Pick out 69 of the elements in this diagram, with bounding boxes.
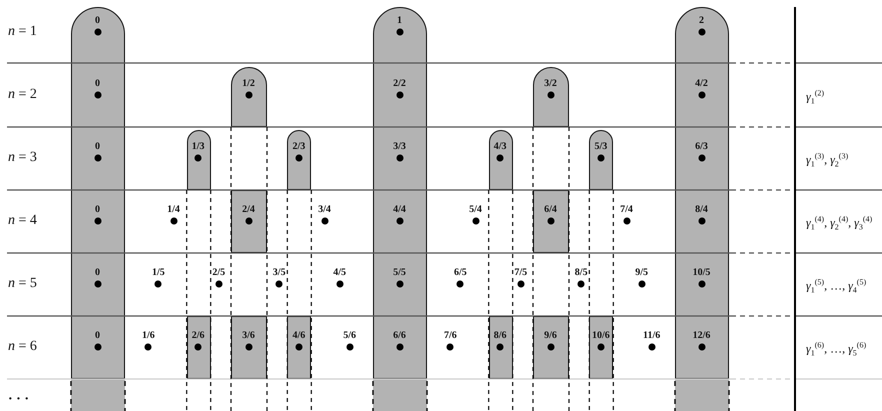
rounded-cap xyxy=(186,130,211,190)
point-label: 2/2 xyxy=(393,78,406,88)
interval-box xyxy=(231,316,267,379)
point-label: 0 xyxy=(95,266,100,278)
interval-box xyxy=(589,316,614,379)
point-label: 1/4 xyxy=(167,204,180,215)
point-label: 4/4 xyxy=(393,204,406,214)
point-label: 5/4 xyxy=(469,204,482,215)
point-label: 4/3 xyxy=(494,140,507,152)
point-label: 10/6 xyxy=(592,330,610,340)
point-label: 4/2 xyxy=(695,78,708,88)
point-label: 0 xyxy=(95,14,100,26)
row-label: n = 2 xyxy=(8,87,37,103)
point-label: 7/6 xyxy=(444,330,457,341)
row-label: n = 3 xyxy=(8,150,37,166)
point-label: 5/6 xyxy=(343,330,356,341)
row-label: n = 6 xyxy=(8,339,37,355)
point-label: 1/2 xyxy=(242,78,255,88)
point-label: 5/5 xyxy=(393,266,406,278)
row-label: n = 5 xyxy=(8,276,37,292)
point-label: 1/3 xyxy=(192,140,205,152)
interval-box xyxy=(287,316,312,379)
point-label: 8/5 xyxy=(574,267,588,278)
point-label: 9/6 xyxy=(544,330,557,340)
rounded-cap xyxy=(533,67,569,127)
point-label: 0 xyxy=(95,140,100,152)
point-label: 1/5 xyxy=(152,267,165,278)
point-label: 10/5 xyxy=(692,266,710,278)
interval-box xyxy=(186,316,211,379)
point-label: 2/5 xyxy=(212,267,226,278)
point-label: 3/2 xyxy=(544,78,557,88)
point-label: 12/6 xyxy=(692,330,710,340)
point-label: 1 xyxy=(397,14,402,26)
point-label: 4/6 xyxy=(292,330,306,340)
point-label: 0 xyxy=(95,204,100,214)
point-label: 6/3 xyxy=(695,140,708,152)
ellipsis: · · · xyxy=(8,392,30,408)
point-label: 4/5 xyxy=(333,267,346,278)
point-label: 5/3 xyxy=(594,140,608,152)
point-label: 7/4 xyxy=(620,204,633,215)
point-label: 0 xyxy=(95,330,100,340)
point-label: 6/4 xyxy=(544,204,557,214)
point-label: 0 xyxy=(95,78,100,88)
row-label: n = 4 xyxy=(8,213,37,229)
point-label: 3/4 xyxy=(318,204,331,215)
point-label: 8/6 xyxy=(494,330,507,340)
point-label: 2/4 xyxy=(242,204,255,214)
rounded-cap xyxy=(287,130,312,190)
point-label: 2/3 xyxy=(292,140,306,152)
point-label: 2 xyxy=(699,14,704,26)
interval-box xyxy=(488,316,513,379)
rounded-cap xyxy=(231,67,267,127)
rounded-cap xyxy=(589,130,614,190)
point-label: 6/6 xyxy=(393,330,406,340)
point-label: 3/3 xyxy=(393,140,406,152)
point-label: 3/6 xyxy=(242,330,255,340)
point-label: 9/5 xyxy=(635,267,648,278)
point-label: 11/6 xyxy=(643,330,660,341)
point-label: 1/6 xyxy=(142,330,155,341)
rounded-cap xyxy=(488,130,513,190)
interval-box xyxy=(533,316,569,379)
interval-box xyxy=(231,190,267,253)
point-label: 3/5 xyxy=(272,267,286,278)
point-label: 6/5 xyxy=(454,267,467,278)
point-label: 7/5 xyxy=(514,267,528,278)
point-label: 8/4 xyxy=(695,204,708,214)
interval-box xyxy=(533,190,569,253)
point-label: 2/6 xyxy=(192,330,205,340)
row-label: n = 1 xyxy=(8,24,37,40)
